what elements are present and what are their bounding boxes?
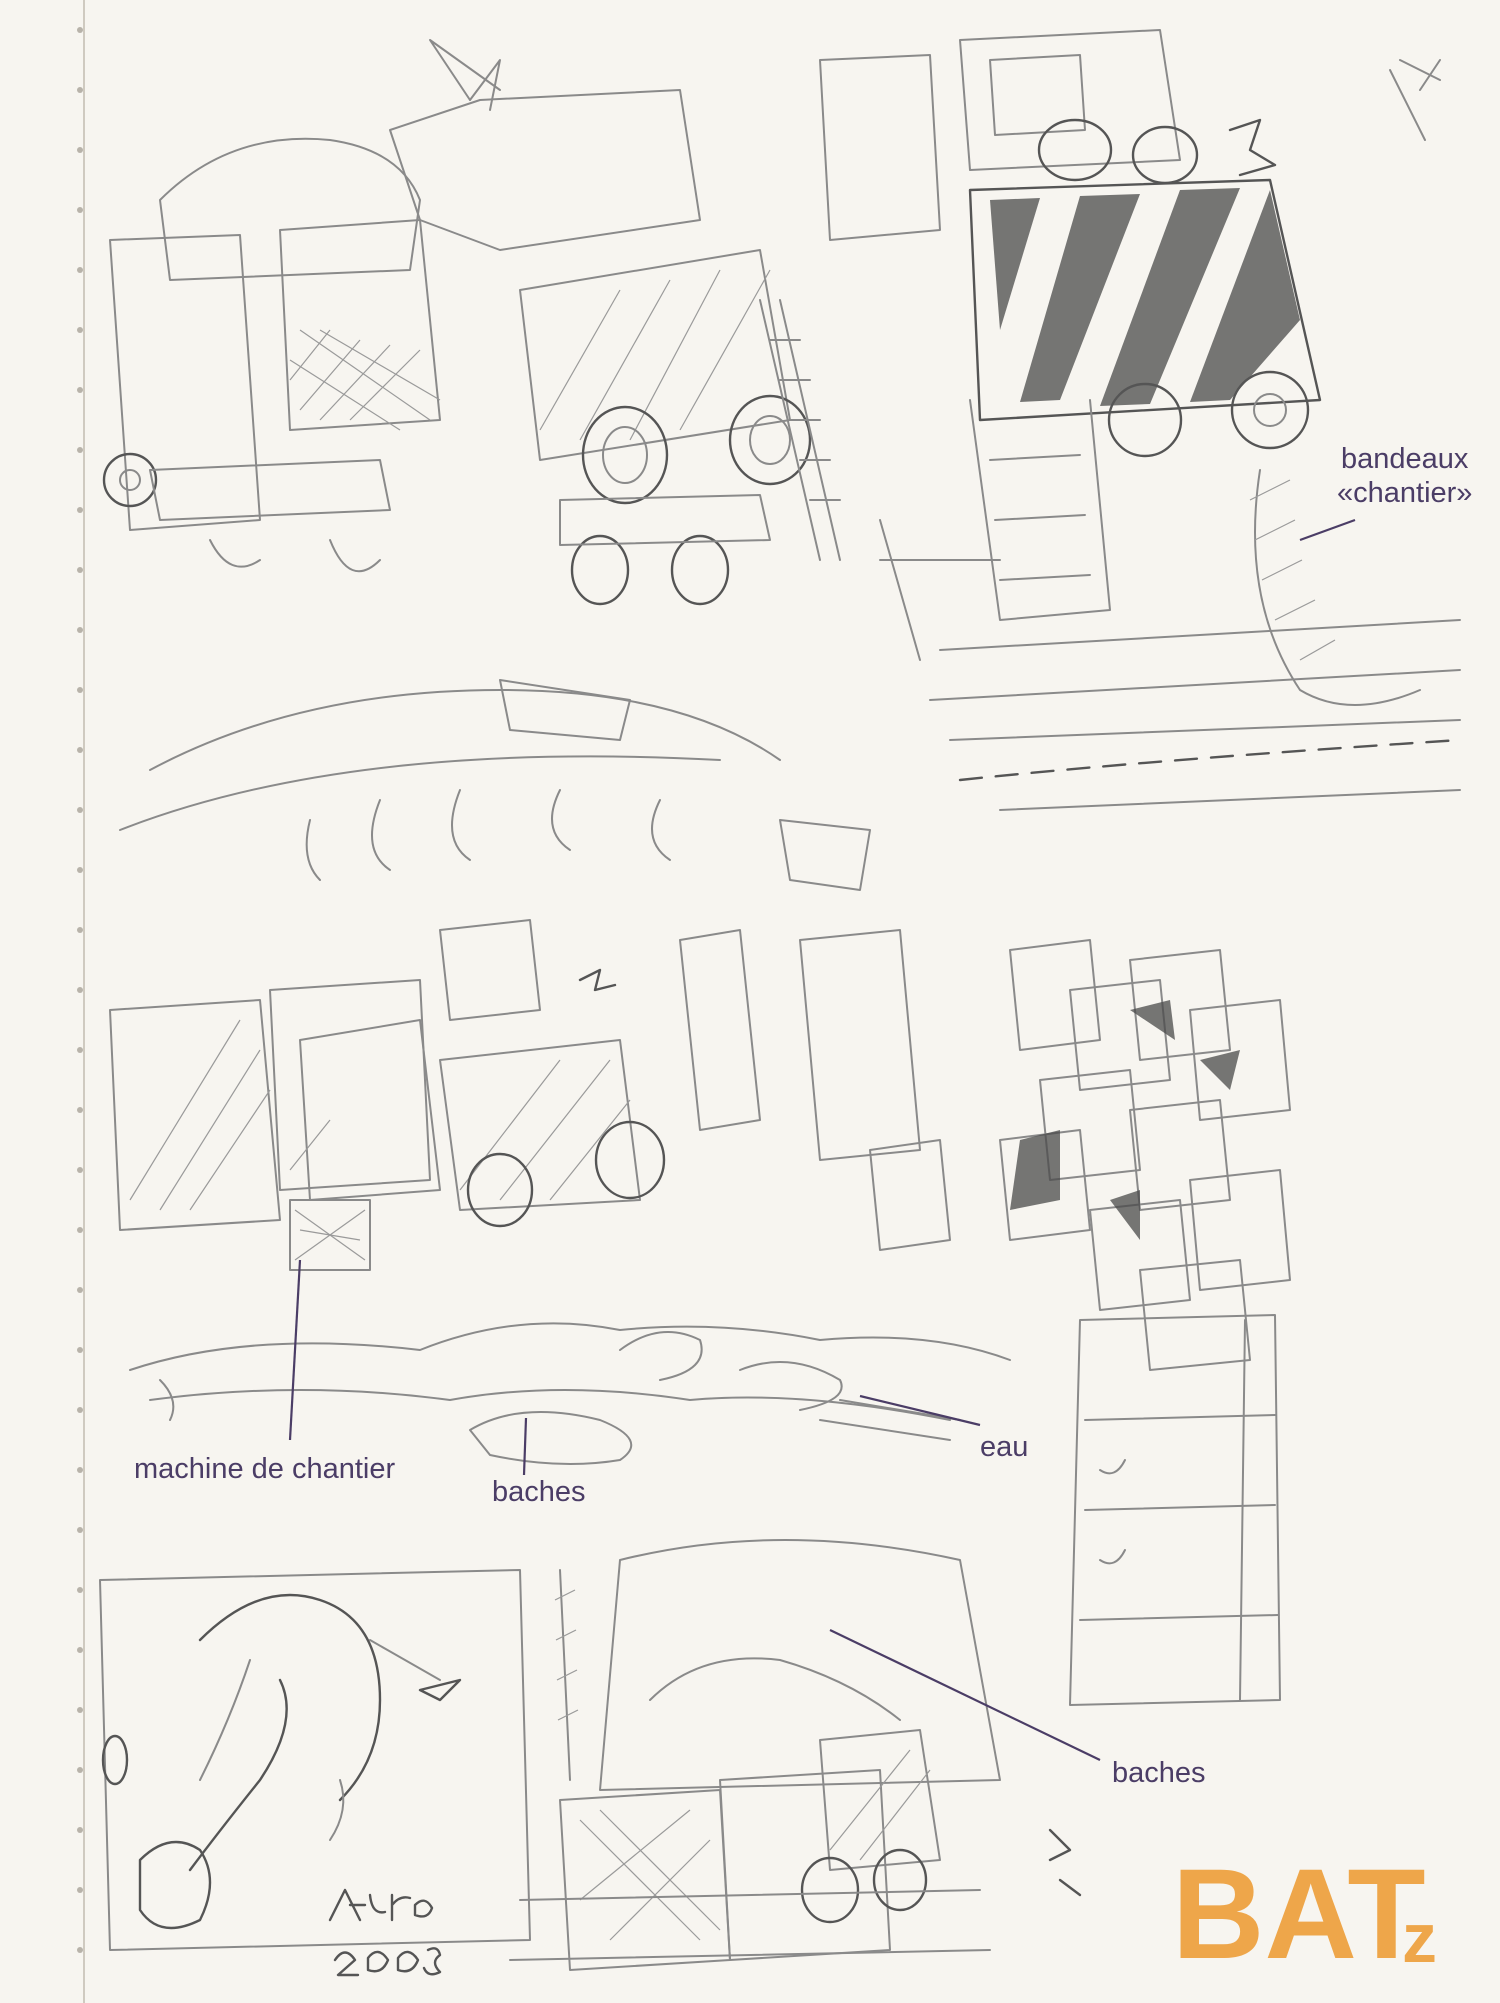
logo-text-small: z xyxy=(1402,1899,1437,1977)
sketch-tarps-middle-left xyxy=(109,679,951,1271)
sketch-machine-bottom-middle xyxy=(509,1539,1082,1971)
sketch-machine-top-right xyxy=(819,29,1462,811)
label-bandeaux-line1: bandeaux xyxy=(1341,443,1469,475)
label-bandeaux-chantier: bandeaux «chantier» xyxy=(1337,442,1472,510)
logo-text-main: BAT xyxy=(1172,1843,1426,1980)
sketch-tall-column xyxy=(1069,1314,1281,1706)
annotation-leaders xyxy=(288,518,1356,1761)
sketch-water-tarps xyxy=(129,1322,1011,1465)
label-bandeaux-line2: «chantier» xyxy=(1337,477,1473,509)
batz-logo: BAT z xyxy=(1172,1843,1437,1980)
sketch-arm-bottom-left xyxy=(99,1569,531,1951)
label-eau: eau xyxy=(980,1431,1029,1463)
label-machine-de-chantier: machine de chantier xyxy=(134,1453,396,1485)
sketch-machines-top-left xyxy=(102,39,841,606)
label-baches-bottom: baches xyxy=(1112,1757,1206,1789)
signature xyxy=(328,1888,442,1977)
sketch-stacked-tarps xyxy=(999,939,1291,1371)
label-baches-middle: baches xyxy=(492,1476,586,1508)
